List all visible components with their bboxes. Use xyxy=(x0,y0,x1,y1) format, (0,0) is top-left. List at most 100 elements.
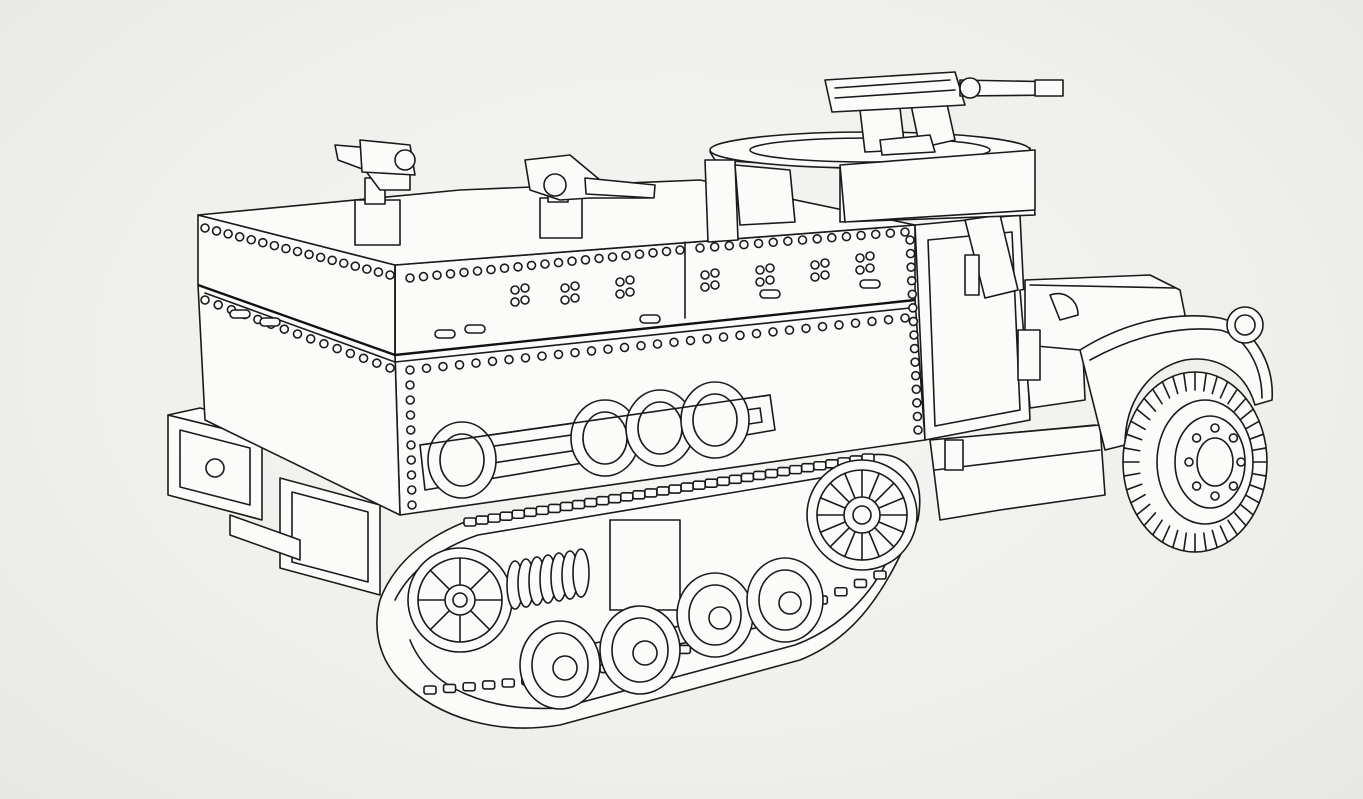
rivet xyxy=(570,347,580,358)
armor-slot xyxy=(434,329,456,339)
track-link xyxy=(873,570,887,580)
rivet xyxy=(735,330,745,341)
wheel-spoke xyxy=(429,569,450,590)
wheel-spoke xyxy=(843,531,856,558)
rivet xyxy=(406,455,417,465)
rivet xyxy=(685,335,696,346)
track-link xyxy=(644,488,658,498)
track-link xyxy=(499,511,513,521)
rivet xyxy=(345,348,356,359)
armor-slot xyxy=(229,309,251,319)
rivet xyxy=(718,332,729,342)
rivet xyxy=(812,234,822,244)
track-link xyxy=(475,515,489,525)
wheel-spoke xyxy=(874,527,895,548)
tread-lug xyxy=(1247,433,1265,441)
rivet xyxy=(327,255,337,266)
track-link xyxy=(800,462,815,473)
tread-lug xyxy=(1211,529,1219,549)
track-link xyxy=(487,513,501,523)
rivet xyxy=(246,234,257,245)
rivet xyxy=(537,351,547,361)
suspension-spring xyxy=(506,548,590,610)
rivet xyxy=(486,264,496,275)
rivet xyxy=(510,297,520,307)
idler-wheel xyxy=(407,547,513,653)
tread-lug xyxy=(1233,397,1247,412)
rivet xyxy=(820,270,830,280)
lug-nut xyxy=(1191,481,1202,491)
lug-nut xyxy=(1228,433,1239,443)
rivet xyxy=(499,263,510,274)
rivet xyxy=(269,240,280,251)
rivet xyxy=(883,314,894,325)
headlight xyxy=(1226,306,1264,344)
bogie-bracket xyxy=(609,519,681,611)
tread-lug xyxy=(1130,493,1146,504)
track-link xyxy=(595,495,610,506)
rivet xyxy=(913,425,923,435)
lug-nut xyxy=(1236,457,1246,467)
rivet xyxy=(406,485,417,495)
rivet xyxy=(648,248,658,258)
rivet xyxy=(540,259,550,269)
front-wheel xyxy=(1122,371,1268,553)
armor-slot xyxy=(639,314,661,324)
track-link xyxy=(462,681,476,692)
tread-lug xyxy=(1219,381,1229,399)
road-wheel-1 xyxy=(519,620,601,710)
rivet xyxy=(362,264,372,274)
rivet xyxy=(281,243,291,254)
rivet xyxy=(702,333,712,344)
track-link xyxy=(523,507,538,518)
rivet xyxy=(406,470,417,480)
rivet xyxy=(820,258,830,268)
track-link xyxy=(668,484,682,494)
armor-slot xyxy=(859,279,881,289)
cab-fittings xyxy=(944,254,1079,471)
rivet xyxy=(700,282,710,292)
rivet xyxy=(560,295,570,305)
rivet xyxy=(338,258,349,269)
rivet xyxy=(405,273,415,283)
wheel-spoke xyxy=(868,531,881,558)
tread-lug xyxy=(1130,420,1146,431)
rivet xyxy=(319,338,329,349)
lug-nut xyxy=(1228,481,1239,491)
rivet xyxy=(472,266,483,276)
rivet xyxy=(607,252,618,262)
rivet xyxy=(911,384,922,395)
armor-slot xyxy=(464,324,486,334)
rivet xyxy=(358,353,369,364)
tread-lug xyxy=(1202,532,1208,552)
rivet xyxy=(751,328,762,339)
tread-lug xyxy=(1239,503,1255,516)
wheel-spoke xyxy=(878,521,905,534)
track-link xyxy=(680,482,694,492)
rivet xyxy=(200,295,210,305)
track-link xyxy=(656,486,670,496)
pintle-gun-left xyxy=(334,139,416,246)
rivet xyxy=(445,268,456,279)
wheel-spoke xyxy=(878,496,905,509)
lug-nut xyxy=(1210,491,1220,501)
ring-support-post xyxy=(704,159,739,243)
rivet xyxy=(755,265,765,275)
rivet xyxy=(471,358,481,368)
wheel-spoke xyxy=(429,610,450,631)
rivet xyxy=(755,277,765,287)
wheel-spoke xyxy=(829,527,850,548)
rivet xyxy=(258,237,268,248)
rivet xyxy=(211,226,222,236)
rivet xyxy=(850,318,861,329)
rivet xyxy=(385,270,395,280)
rivet xyxy=(200,223,210,233)
rivet xyxy=(373,267,384,277)
rivet xyxy=(405,365,415,375)
rivet xyxy=(912,411,923,422)
rivet xyxy=(724,240,735,251)
hood-and-fender xyxy=(1024,274,1273,451)
track-link xyxy=(728,474,743,485)
wheel-spoke xyxy=(843,472,856,499)
road-wheel-3 xyxy=(676,572,754,658)
